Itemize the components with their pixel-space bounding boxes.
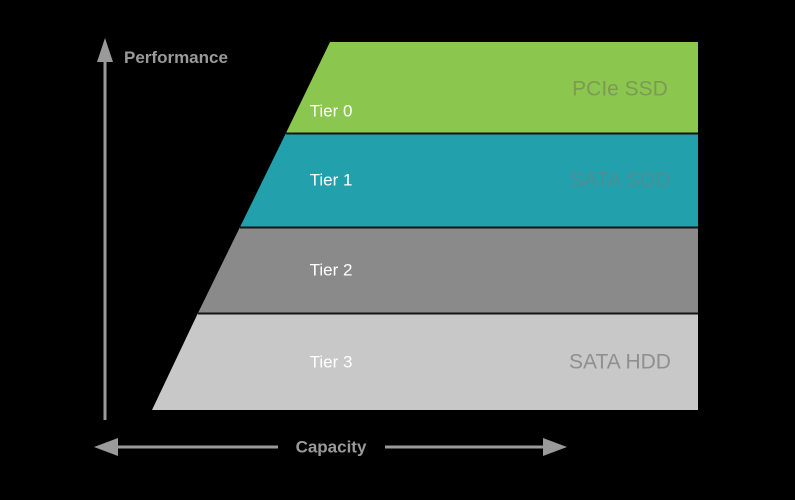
tier-band-group bbox=[152, 42, 698, 410]
band-separator-group bbox=[198, 132, 698, 315]
capacity-axis-title: Capacity bbox=[296, 437, 367, 456]
performance-arrowhead-icon bbox=[97, 38, 113, 62]
device-label-3: SATA HDD bbox=[569, 351, 671, 374]
tier-label-1: Tier 1 bbox=[310, 170, 353, 189]
tier-label-0: Tier 0 bbox=[310, 101, 353, 120]
capacity-axis bbox=[94, 438, 567, 456]
tier-band-2[interactable] bbox=[198, 227, 698, 313]
device-label-1: SATA SDD bbox=[570, 169, 671, 192]
device-label-0: PCIe SSD bbox=[572, 78, 668, 101]
performance-axis bbox=[97, 38, 113, 420]
tier-band-1[interactable] bbox=[240, 133, 698, 227]
capacity-arrowhead-right-icon bbox=[543, 438, 567, 456]
tier-band-3[interactable] bbox=[152, 313, 698, 410]
performance-axis-title: Performance bbox=[124, 48, 228, 67]
tier-band-0[interactable] bbox=[286, 42, 698, 133]
capacity-arrowhead-left-icon bbox=[94, 438, 118, 456]
tier-label-3: Tier 3 bbox=[310, 352, 353, 371]
tier-label-2: Tier 2 bbox=[310, 260, 353, 279]
